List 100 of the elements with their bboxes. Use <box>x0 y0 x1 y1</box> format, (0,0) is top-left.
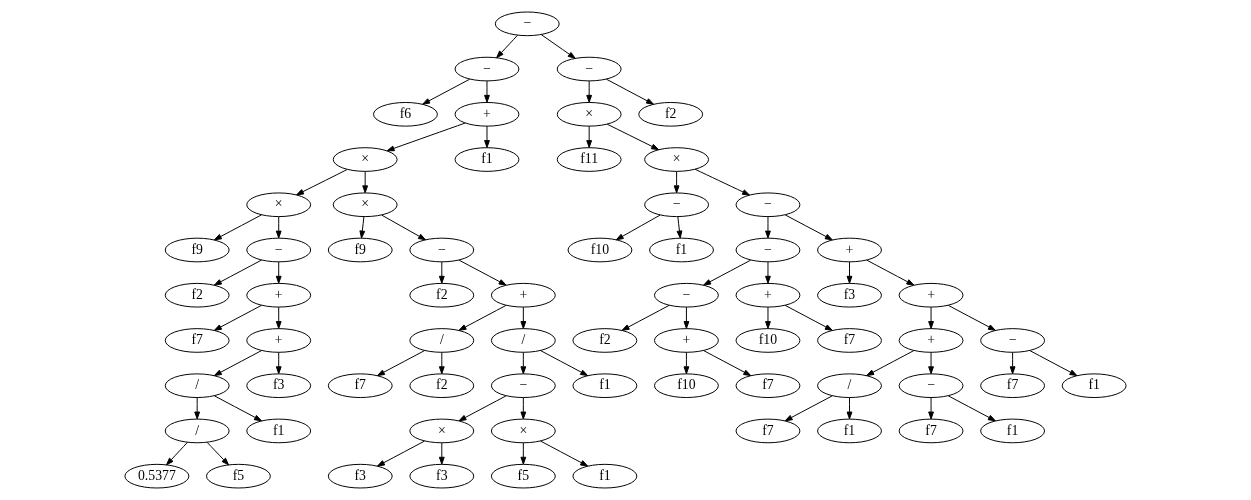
node-ellipse: + <box>246 328 312 353</box>
arrow <box>1009 351 1016 375</box>
node-ellipse: − <box>556 56 622 82</box>
arrow <box>765 306 771 329</box>
arrow <box>605 78 654 105</box>
node-ellipse: f10 <box>735 328 801 353</box>
arrow <box>683 306 690 329</box>
arrow <box>438 261 445 284</box>
arrow <box>377 350 425 377</box>
arrow <box>928 397 934 420</box>
arrow <box>520 351 527 375</box>
node-ellipse: + <box>735 282 801 308</box>
arrow <box>362 170 369 194</box>
node-ellipse: f1 <box>454 147 520 172</box>
arrow <box>947 395 996 422</box>
arrow <box>928 351 934 375</box>
arrow <box>194 397 201 420</box>
node-ellipse: + <box>490 282 556 308</box>
node-ellipse: f7 <box>898 418 964 444</box>
node-ellipse: × <box>556 102 622 127</box>
node-ellipse: 0.5377 <box>124 463 190 489</box>
arrow <box>213 304 262 331</box>
arrow <box>213 395 262 422</box>
arrow <box>765 216 771 239</box>
arrow <box>275 306 282 329</box>
arrow <box>377 440 425 467</box>
node-ellipse: / <box>817 373 882 398</box>
node-ellipse: f10 <box>654 373 719 398</box>
node-ellipse: / <box>164 418 230 444</box>
node-ellipse: − <box>490 373 556 398</box>
arrow <box>947 304 996 331</box>
node-ellipse: f7 <box>817 328 882 353</box>
node-ellipse: × <box>246 192 312 218</box>
node-ellipse: f7 <box>735 418 801 444</box>
arrow <box>520 306 527 329</box>
arrow <box>438 351 445 375</box>
arrow <box>206 441 229 466</box>
node-ellipse: / <box>490 328 556 353</box>
arrow <box>866 350 915 377</box>
arrow <box>386 122 466 152</box>
arrow <box>458 395 507 422</box>
node-ellipse: / <box>409 328 475 353</box>
arrow <box>784 395 833 422</box>
node-ellipse: f2 <box>638 102 704 127</box>
arrow <box>1029 350 1078 377</box>
arrow <box>586 80 593 103</box>
node-ellipse: − <box>454 56 520 82</box>
node-ellipse: f7 <box>164 328 230 353</box>
arrow <box>422 78 471 105</box>
arrow <box>621 304 670 331</box>
node-ellipse: f1 <box>649 237 714 263</box>
node-ellipse: − <box>654 282 719 308</box>
node-ellipse: f2 <box>409 373 475 398</box>
arrow <box>275 216 282 239</box>
arrow <box>673 170 680 194</box>
arrow <box>381 214 426 241</box>
arrow <box>275 261 282 284</box>
arrow <box>166 441 188 466</box>
arrow <box>296 169 348 196</box>
node-ellipse: × <box>409 418 475 444</box>
node-ellipse: + <box>898 328 964 353</box>
arrow <box>484 80 490 103</box>
arrow <box>676 216 683 239</box>
arrow <box>213 259 262 286</box>
node-ellipse: − <box>246 237 312 263</box>
node-ellipse: − <box>735 237 801 263</box>
node-ellipse: f9 <box>164 237 230 263</box>
node-ellipse: f3 <box>817 282 882 308</box>
arrow <box>359 216 366 239</box>
arrow <box>458 259 507 286</box>
arrow <box>438 442 445 465</box>
arrow <box>213 214 262 241</box>
node-ellipse: − <box>898 373 964 398</box>
node-ellipse: f1 <box>572 463 638 489</box>
arrow <box>866 259 915 286</box>
arrow <box>765 261 771 284</box>
arrow <box>846 261 853 284</box>
node-ellipse: f3 <box>327 463 393 489</box>
node-ellipse: + <box>454 102 520 127</box>
node-ellipse: + <box>246 282 312 308</box>
node-ellipse: f10 <box>567 237 633 263</box>
node-ellipse: f6 <box>373 102 438 127</box>
arrow <box>520 397 527 420</box>
node-ellipse: f11 <box>556 147 622 172</box>
node-ellipse: / <box>164 373 230 398</box>
arrow <box>540 440 589 467</box>
arrow <box>606 123 659 151</box>
node-ellipse: × <box>332 192 398 218</box>
node-ellipse: − <box>735 192 801 218</box>
arrow <box>928 306 934 329</box>
arrow <box>484 125 490 148</box>
arrow <box>615 214 661 241</box>
node-ellipse: f3 <box>246 373 312 398</box>
node-ellipse: f7 <box>980 373 1045 398</box>
node-ellipse: − <box>494 11 560 37</box>
node-ellipse: f1 <box>1061 373 1127 398</box>
arrow <box>694 168 750 196</box>
node-ellipse: f1 <box>572 373 638 398</box>
node-ellipse: f1 <box>980 418 1045 444</box>
arrow <box>540 34 576 59</box>
